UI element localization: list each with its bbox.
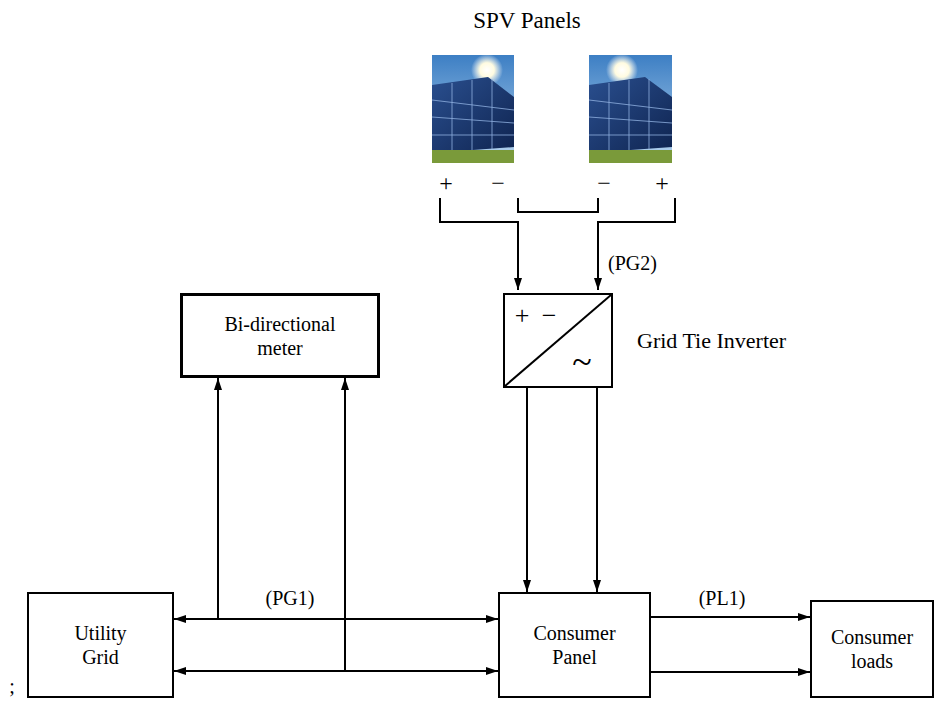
power-flow-line <box>526 388 528 592</box>
power-flow-line <box>174 378 218 619</box>
polarity-sign: − <box>597 171 611 195</box>
polarity-sign: + <box>439 171 453 195</box>
power-flow-line <box>596 388 598 592</box>
punctuation: ; <box>9 676 15 696</box>
polarity-sign: − <box>491 171 505 195</box>
panel-box: Consumer Panel <box>498 592 651 698</box>
load-box: Consumer loads <box>810 600 934 698</box>
solar-panel <box>432 54 514 163</box>
panel-wiring <box>440 198 675 290</box>
power-label: (PL1) <box>696 587 749 609</box>
box-text: Consumer Panel <box>520 621 630 669</box>
power-flow-line <box>651 671 810 673</box>
dc-symbol: − <box>542 303 557 329</box>
power-flow-line <box>174 618 498 620</box>
converter-diagonal <box>505 295 611 386</box>
heading-label: SPV Panels <box>473 9 581 32</box>
box-text: Grid Tie Inverter <box>637 327 786 353</box>
polarity-sign: + <box>655 171 669 195</box>
power-flow-line <box>651 616 810 618</box>
power-label: (PG1) <box>263 587 318 609</box>
box-text: Utility Grid <box>56 621 146 669</box>
box-text: Bi-directional meter <box>205 312 355 360</box>
ac-symbol: ~ <box>572 344 591 380</box>
solar-panel <box>589 54 672 163</box>
meter-box: Bi-directional meter <box>180 293 380 378</box>
power-label: (PG2) <box>608 253 657 273</box>
dc-symbol: + <box>515 303 530 329</box>
power-flow-line <box>174 378 345 671</box>
box-text: Consumer loads <box>820 625 924 673</box>
grid-box: Utility Grid <box>27 592 174 698</box>
